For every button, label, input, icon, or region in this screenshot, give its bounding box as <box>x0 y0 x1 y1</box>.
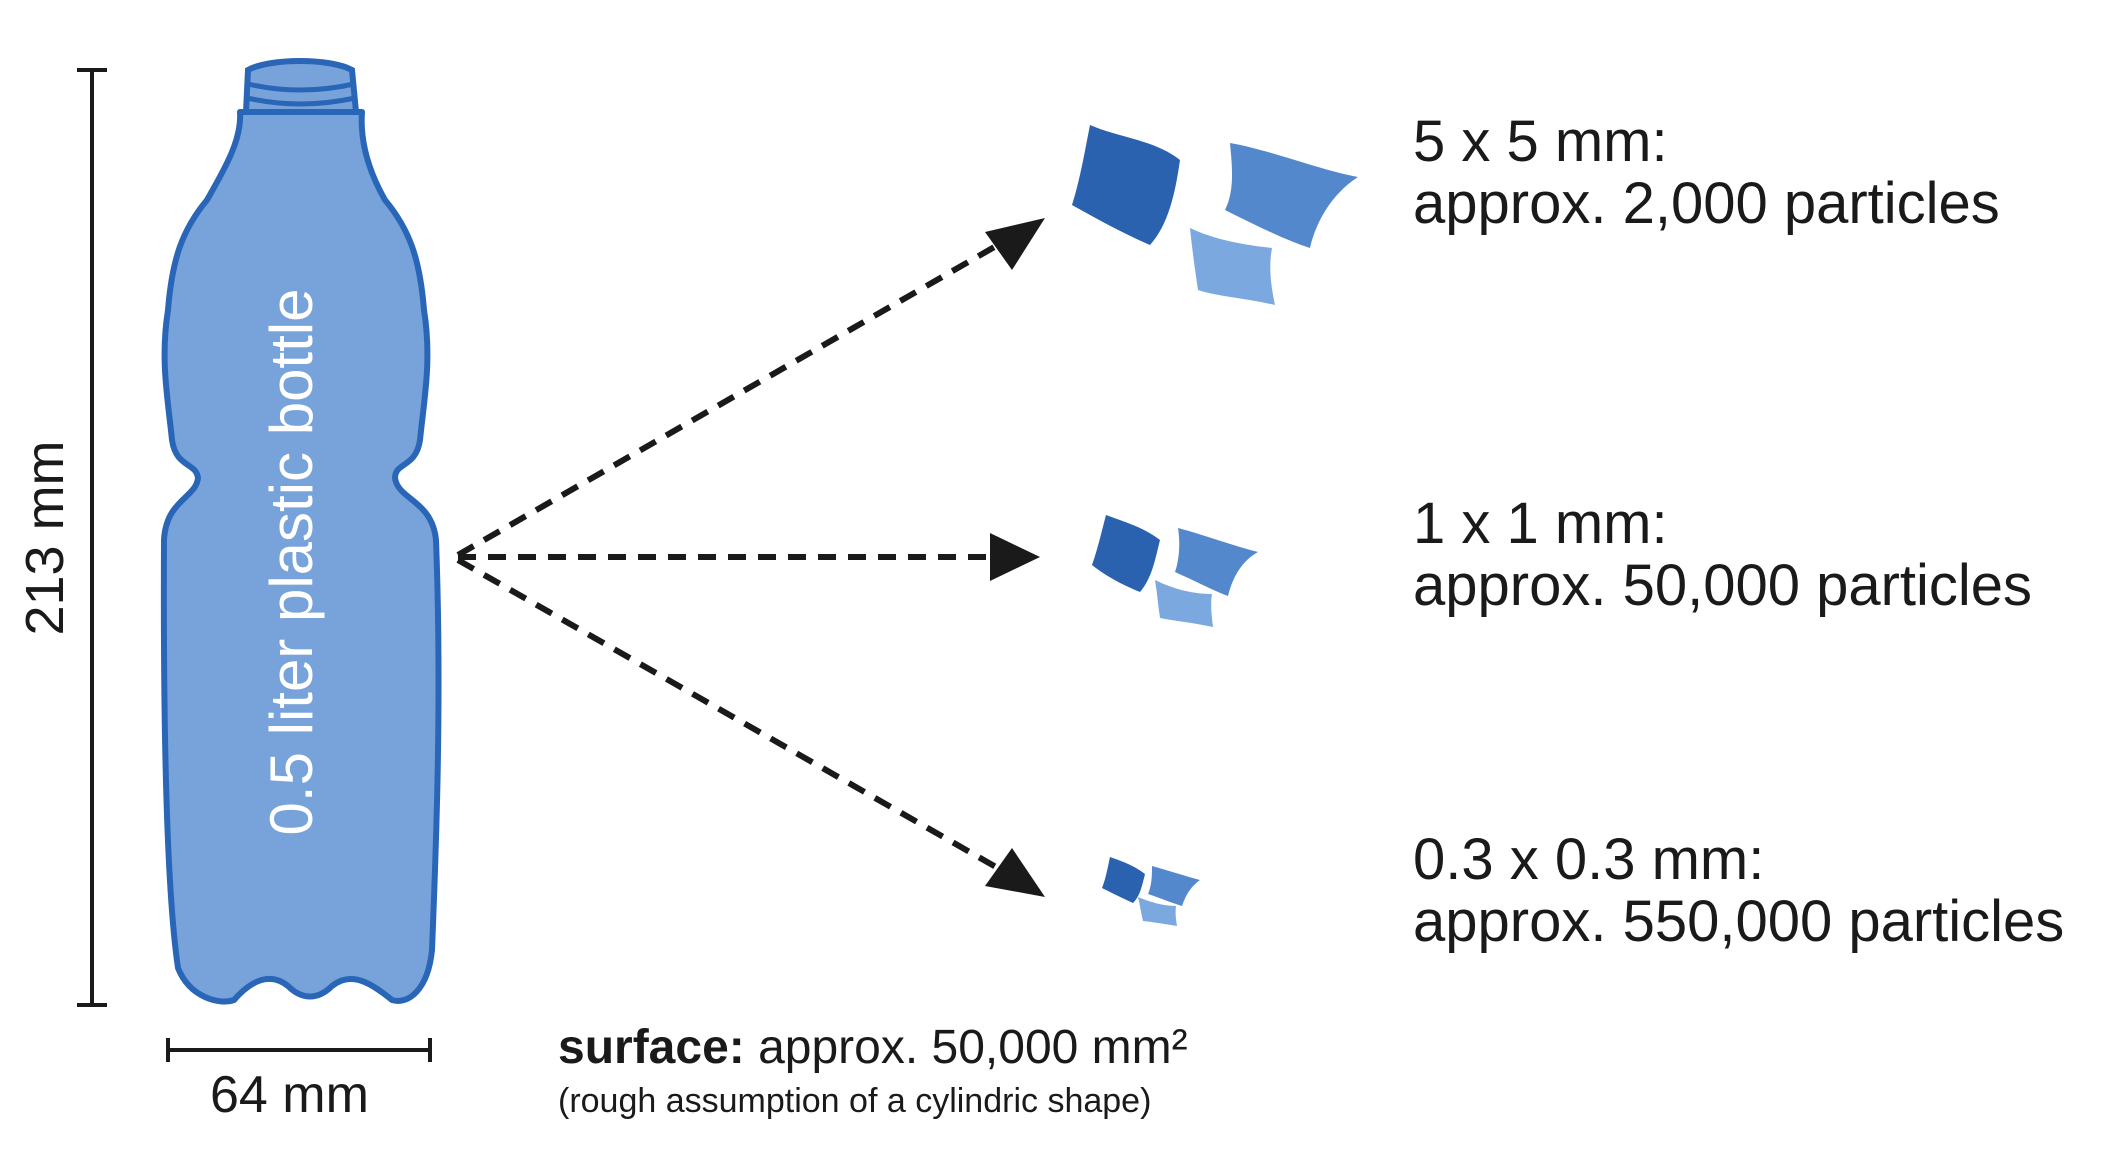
particle-icon <box>1138 897 1177 926</box>
height-dimension-bar <box>77 68 107 1007</box>
surface-line: surface: approx. 50,000 mm² <box>558 1020 1188 1075</box>
surface-note: (rough assumption of a cylindric shape) <box>558 1082 1152 1120</box>
dashed-arrow-top <box>456 218 1045 558</box>
dashed-arrow-middle <box>458 533 1040 581</box>
bottle-icon <box>160 58 442 1005</box>
bottle-width-label: 64 mm <box>210 1066 369 1124</box>
dashed-arrow-bottom <box>456 557 1045 897</box>
fragment-size-label-large: 5 x 5 mm: <box>1413 109 1668 174</box>
particle-icon <box>1148 866 1200 906</box>
particle-group-small <box>1102 857 1200 926</box>
particle-icon <box>1072 125 1180 245</box>
surface-value: approx. 50,000 mm² <box>758 1021 1188 1074</box>
particle-icon <box>1175 528 1258 596</box>
fragment-count-label-small: approx. 550,000 particles <box>1413 889 2065 954</box>
particle-group-large <box>1072 125 1358 305</box>
surface-bold-label: surface: <box>558 1021 745 1074</box>
bottle-label: 0.5 liter plastic bottle <box>258 289 325 836</box>
particle-icon <box>1102 857 1145 903</box>
particle-icon <box>1190 228 1275 305</box>
particle-icon <box>1155 580 1213 627</box>
fragment-count-label-large: approx. 2,000 particles <box>1413 171 2000 236</box>
particle-icon <box>1092 515 1160 592</box>
particle-group-medium <box>1092 515 1258 627</box>
fragment-count-label-medium: approx. 50,000 particles <box>1413 553 2033 618</box>
fragment-size-label-medium: 1 x 1 mm: <box>1413 491 1668 556</box>
fragment-size-label-small: 0.3 x 0.3 mm: <box>1413 827 1765 892</box>
bottle-height-label: 213 mm <box>15 440 75 635</box>
width-dimension-bar <box>166 1038 432 1062</box>
particle-icon <box>1225 143 1358 248</box>
